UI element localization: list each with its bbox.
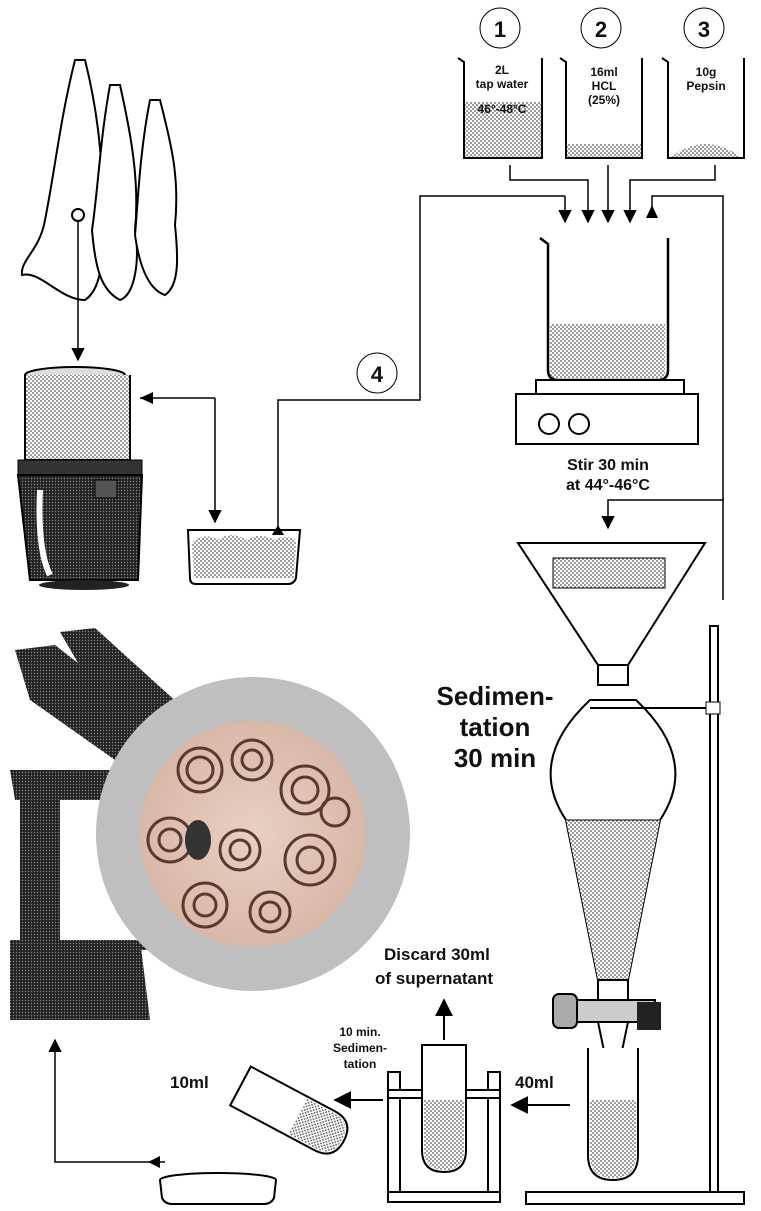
forty-ml-label: 40ml (515, 1073, 554, 1092)
water-volume-label: 2L (495, 63, 509, 77)
test-tube-rack-icon (387, 1044, 501, 1203)
step-2-marker (580, 7, 622, 49)
pepsin-amount-label: 10g (696, 65, 717, 79)
hcl-volume-label: 16ml (590, 65, 617, 79)
pepsin-name-label: Pepsin (686, 79, 725, 93)
stir-temperature-label: at 44°-46°C (566, 477, 650, 494)
step-2-number: 2 (595, 17, 607, 42)
small-sedimentation-line1: 10 min. (339, 1025, 380, 1039)
beaker-hcl: 2 16ml HCL (25%) (559, 7, 643, 159)
sedimentation-label-line3: 30 min (454, 743, 536, 773)
water-temperature-label: 46°-48°C (478, 102, 527, 116)
hcl-concentration-label: (25%) (588, 93, 620, 107)
step-4-number: 4 (371, 362, 384, 387)
meat-grinder-icon (16, 366, 144, 590)
beaker-water: 1 2L tap water 46°-48°C (457, 7, 543, 159)
small-sedimentation-line3: tation (344, 1057, 377, 1071)
ground-meat-dish-icon (186, 529, 302, 585)
tilted-test-tube-icon (228, 1065, 349, 1155)
stir-duration-label: Stir 30 min (567, 457, 649, 474)
collection-tube-icon (587, 1048, 639, 1182)
hcl-name-label: HCL (592, 79, 617, 93)
sedimentation-label-line1: Sedimen- (436, 681, 553, 711)
step-3-number: 3 (698, 17, 710, 42)
sieve-funnel-icon (516, 542, 707, 686)
step-3-marker (683, 7, 725, 49)
meat-carcass-icon (20, 59, 179, 302)
step-1-number: 1 (494, 17, 506, 42)
step-4-marker: 4 (356, 352, 398, 394)
step-1-marker (479, 7, 521, 49)
ring-stand-icon (525, 625, 745, 1205)
discard-label-line1: Discard 30ml (384, 945, 490, 964)
feed-arrows (509, 165, 724, 600)
separatory-funnel-icon (549, 699, 677, 1071)
digestion-beaker (539, 237, 670, 382)
ten-ml-label: 10ml (170, 1073, 209, 1092)
discard-label-line2: of supernatant (375, 969, 493, 988)
small-sedimentation-line2: Sedimen- (333, 1041, 387, 1055)
sedimentation-label-line2: tation (460, 712, 531, 742)
magnetic-stirrer-icon (515, 379, 699, 445)
petri-dish-icon (159, 1172, 277, 1205)
microscope-view-larvae (96, 677, 410, 991)
water-name-label: tap water (476, 77, 529, 91)
beaker-pepsin: 3 10g Pepsin (661, 7, 745, 159)
